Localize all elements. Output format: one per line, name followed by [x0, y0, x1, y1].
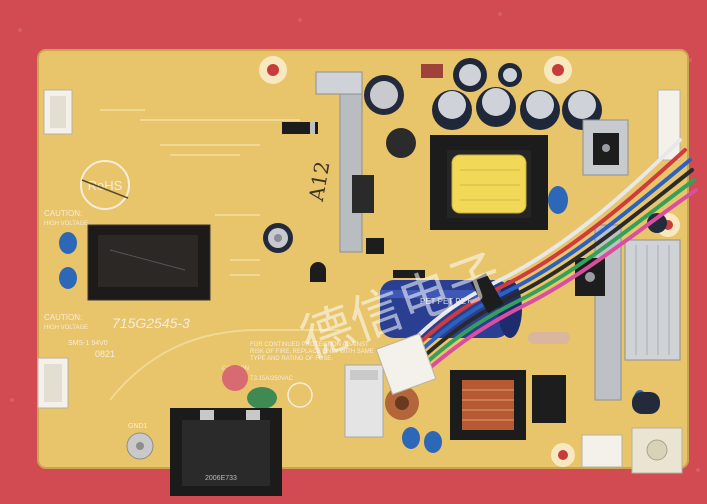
rohs-text: RoHS — [88, 178, 123, 193]
diode-top — [282, 122, 318, 134]
fuse-warning-line-3: TYPE AND RATING OF FUSE. — [250, 356, 333, 362]
common-mode-choke — [450, 370, 526, 440]
fuse-warning-line-1: FOR CONTINUED PROTECTION AGAINST — [250, 342, 369, 348]
blue-capacitors-center — [402, 186, 646, 453]
capacitor-cluster-top — [432, 58, 602, 130]
right-connector-top — [657, 89, 681, 161]
main-transformer — [87, 224, 211, 301]
bottom-right-connector-1 — [581, 434, 623, 468]
wire-harness — [393, 138, 698, 387]
board-code: SMS-1 94V0 — [68, 340, 108, 347]
silkscreen-traces — [100, 109, 340, 401]
heatsink-bracket-center — [315, 71, 374, 253]
varistor-green — [247, 387, 277, 409]
thermistor-pink — [222, 365, 248, 391]
diode-center — [393, 270, 425, 278]
bottom-right-connector-2 — [631, 427, 683, 474]
small-capacitor-right — [632, 213, 667, 414]
capacitor-top-left — [364, 75, 404, 115]
wire-clip — [470, 272, 504, 314]
fuse-warning-line-2: RISK OF FIRE, REPLACE ONLY WITH SAME — [250, 349, 374, 355]
wire-connector-white — [375, 332, 437, 396]
resistor-tan — [528, 332, 570, 344]
bridge-rectifier — [532, 375, 566, 423]
caution-label-2: CAUTION: — [44, 313, 82, 322]
part-number: 715G2545-3 — [112, 315, 190, 331]
ac-inlet-label: 2006E733 — [205, 475, 237, 482]
resistor-red — [421, 64, 443, 78]
small-capacitor-center — [263, 223, 293, 253]
capacitor-print: PET PET PET — [420, 297, 471, 306]
yellow-transformer — [430, 135, 548, 230]
caution-label-1-sub: HIGH VOLTAGE — [44, 221, 88, 227]
mounting-holes — [259, 56, 680, 467]
ac-inlet: 2006E733 — [170, 408, 282, 496]
blue-capacitors-left — [59, 232, 77, 289]
transistor-heatsink-top-right — [582, 119, 629, 176]
left-connector-bottom — [37, 357, 69, 409]
x-capacitor-block — [344, 364, 384, 438]
transistors-small — [310, 238, 384, 282]
ground-label: GND1 — [128, 423, 148, 430]
rohs-logo: RoHS — [80, 160, 130, 210]
caution-label-2-sub: HIGH VOLTAGE — [44, 325, 88, 331]
left-connector-top — [43, 89, 73, 135]
varistor-symbol — [287, 382, 313, 408]
caution-label-1: CAUTION: — [44, 209, 82, 218]
ground-screw: GND1 — [126, 423, 154, 460]
inductor-small — [386, 128, 416, 158]
date-code: 0821 — [95, 349, 115, 359]
fuse-rating: T3.15A/250VAC — [250, 376, 294, 382]
